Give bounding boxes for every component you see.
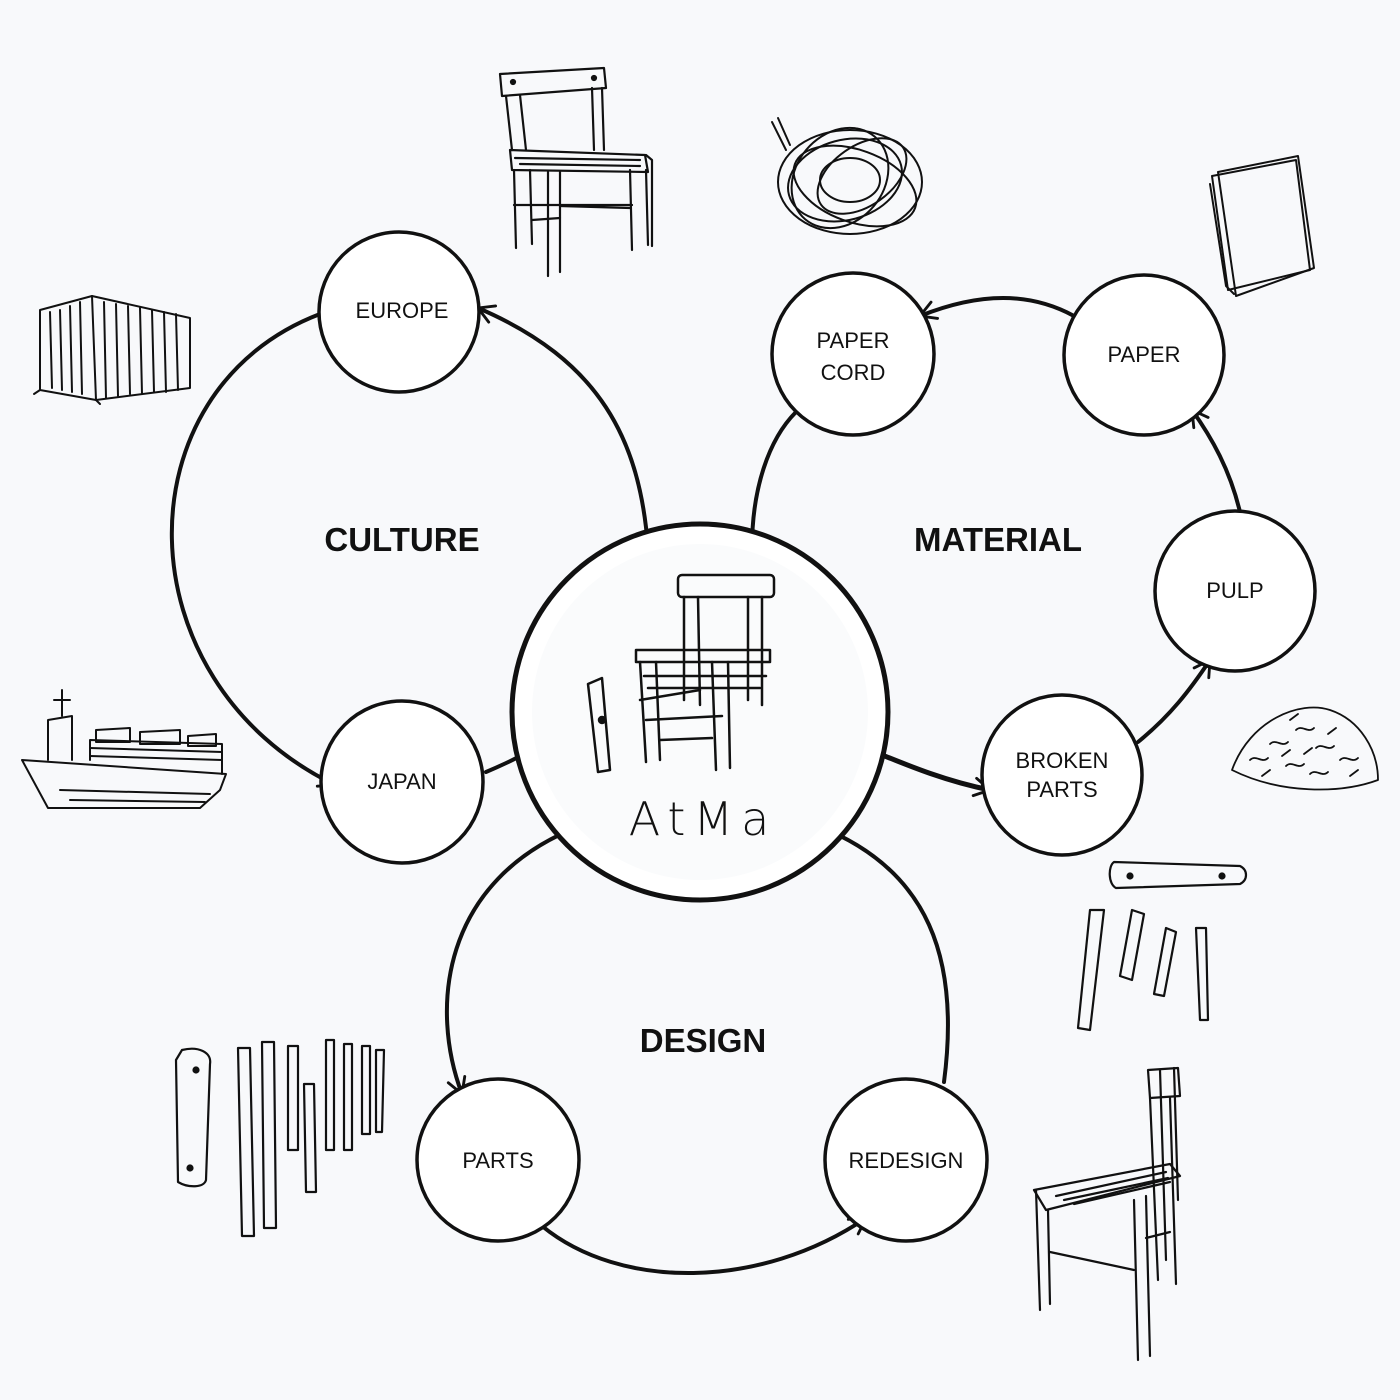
arc-paper-cord-to-center — [750, 410, 798, 550]
center-hub: AtMa — [509, 521, 891, 903]
node-japan: JAPAN — [319, 699, 485, 865]
cargo-ship-icon — [21, 689, 227, 809]
pulp-pile-icon — [1231, 706, 1379, 791]
arc-center-to-parts — [444, 824, 582, 1096]
redesigned-chair-icon — [1032, 1066, 1182, 1362]
arc-europe-to-japan — [169, 312, 337, 788]
node-paper-cord: PAPER CORD — [770, 271, 936, 437]
node-redesign: REDESIGN — [823, 1077, 989, 1243]
node-pulp-label: PULP — [1206, 578, 1263, 603]
node-paper-label: PAPER — [1108, 342, 1181, 367]
arc-center-to-europe — [476, 304, 650, 550]
node-paper-cord-label-1: PAPER — [817, 328, 890, 353]
node-broken-parts-label-2: PARTS — [1026, 777, 1097, 802]
connector-arcs — [169, 296, 1242, 1275]
node-broken-parts-label-1: BROKEN — [1016, 748, 1109, 773]
arc-redesign-to-center — [816, 824, 950, 1084]
node-broken-parts: BROKEN PARTS — [980, 693, 1144, 857]
arc-pulp-to-paper — [1190, 408, 1242, 514]
arc-broken-parts-to-pulp — [1136, 658, 1212, 744]
arc-parts-to-redesign — [540, 1216, 868, 1275]
atma-logo: AtMa — [629, 792, 778, 846]
node-parts-label: PARTS — [462, 1148, 533, 1173]
paper-cord-coil-icon — [771, 117, 923, 235]
node-paper-cord-label-2: CORD — [821, 360, 886, 385]
culture-heading: CULTURE — [324, 521, 479, 558]
center-broken-leg-icon — [586, 676, 612, 774]
arc-paper-to-paper-cord — [918, 296, 1076, 320]
broken-parts-icon — [1076, 860, 1248, 1032]
node-europe: EUROPE — [317, 230, 481, 394]
node-pulp: PULP — [1153, 509, 1317, 673]
center-chair-icon — [634, 573, 776, 772]
node-europe-label: EUROPE — [356, 298, 449, 323]
node-japan-label: JAPAN — [367, 769, 436, 794]
chair-parts-icon — [174, 1038, 386, 1238]
shipping-container-icon — [33, 295, 191, 405]
design-heading: DESIGN — [640, 1022, 767, 1059]
node-paper: PAPER — [1062, 273, 1226, 437]
material-heading: MATERIAL — [914, 521, 1082, 558]
chair-sketch-icon — [498, 66, 654, 278]
node-redesign-label: REDESIGN — [849, 1148, 964, 1173]
node-parts: PARTS — [415, 1077, 581, 1243]
paper-sheets-icon — [1209, 155, 1315, 297]
